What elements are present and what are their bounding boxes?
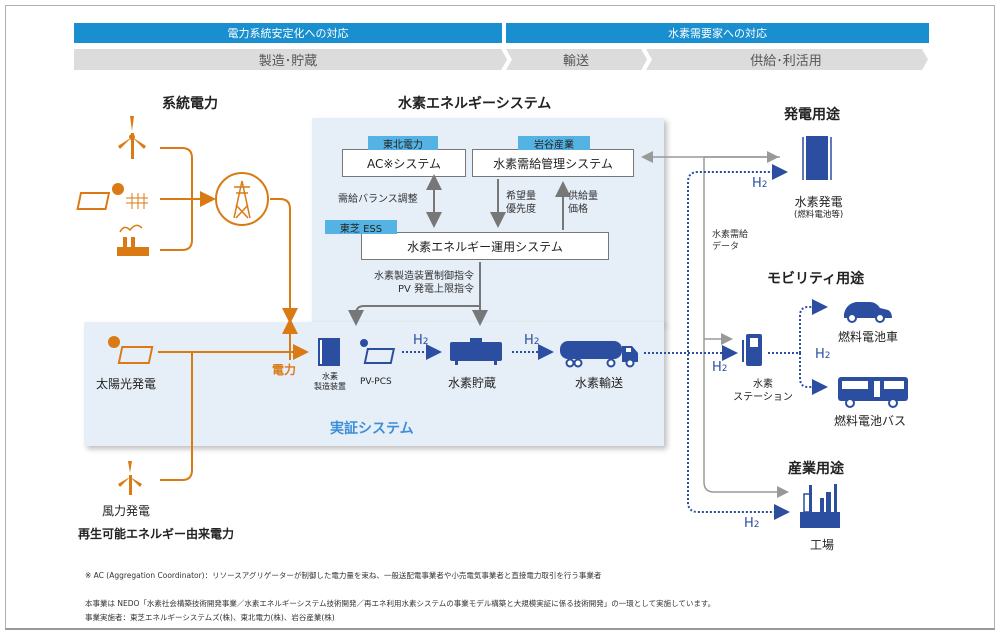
implementers-note: 事業実施者：東芝エネルギーシステムズ(株)、東北電力(株)、岩谷産業(株) [85,613,335,622]
h2-power-gen-name: 水素発電 [794,195,843,209]
phase-grid-stabilization: 電力系統安定化への対応 [74,23,502,43]
project-note: 本事業は NEDO「水素社会構築技術開発事業／水素エネルギーシステム技術開発／再… [85,599,716,608]
h2-data-label-1: 水素需給 [712,230,749,240]
ac-footnote: ※ AC (Aggregation Coordinator)：リソースアグリゲー… [85,571,602,580]
demand-qty: 希望量 [506,191,536,202]
h2-power-gen-sub: (燃料電池等) [794,210,844,220]
h2-label-transport: H2 [524,333,540,348]
h2-transport-label: 水素輸送 [575,376,624,390]
h2-supply-mgmt-box: 水素需給管理システム [472,149,634,177]
station-label-2: ステーション [733,392,793,403]
balance-label: 需給バランス調整 [338,194,418,205]
control-electrolyzer: 水素製造装置制御指令 [374,271,474,282]
industry-use-title: 産業用途 [788,461,844,477]
h2-energy-system-title: 水素エネルギーシステム [398,96,552,112]
phase-supply-utilization: 供給･利活用 [750,54,822,69]
ac-system-box: AC※システム [342,149,466,177]
h2-power-gen-label: 水素発電(燃料電池等) [794,193,843,220]
solar-power-label: 太陽光発電 [96,377,157,391]
control-command-label: 水素製造装置制御指令 PV 発電上限指令 [354,270,474,296]
phase-production-storage: 製造･貯蔵 [258,54,318,69]
wind-power-label: 風力発電 [102,504,151,518]
h2-station-label: 水素ステーション [733,378,793,404]
h2-operation-box: 水素エネルギー運用システム [361,232,609,260]
mobility-use-title: モビリティ用途 [767,271,865,287]
supply-qty: 供給量 [568,191,598,202]
h2-label-mobility: H2 [815,347,831,362]
h2-label-industry: H2 [744,516,760,531]
demand-label: 希望量優先度 [506,190,536,216]
control-pv: PV 発電上限指令 [397,284,474,295]
power-gen-use-title: 発電用途 [784,107,840,123]
phase-h2-consumers: 水素需要家への対応 [506,23,929,43]
supply-price: 価格 [568,204,588,215]
phase-transport: 輸送 [562,54,589,69]
fcv-label: 燃料電池車 [838,330,899,344]
demo-system-title: 実証システム [330,421,414,437]
fc-bus-label: 燃料電池バス [834,414,907,428]
h2-label-station: H2 [712,360,728,375]
grid-power-title: 系統電力 [162,96,218,112]
tohoku-electric-tag: 東北電力 [368,136,438,151]
power-label: 電力 [272,363,297,377]
h2-data-label: 水素需給データ [712,230,748,253]
h2-data-label-2: データ [712,241,740,252]
demand-priority: 優先度 [506,204,536,215]
h2-label-storage: H2 [413,333,429,348]
electrolyzer-label-2: 製造装置 [314,381,346,391]
h2-storage-label: 水素貯蔵 [448,376,497,390]
electrolyzer-label: 水素製造装置 [313,372,347,391]
toshiba-ess-tag: 東芝 ESS [325,220,397,235]
factory-label: 工場 [810,538,835,552]
station-label-1: 水素 [753,379,773,390]
electrolyzer-label-1: 水素 [322,372,338,381]
iwatani-tag: 岩谷産業 [518,136,590,151]
h2-label-powergen: H2 [752,176,768,191]
pv-pcs-label: PV-PCS [360,377,392,387]
renewable-caption: 再生可能エネルギー由来電力 [78,527,235,541]
supply-label: 供給量価格 [568,190,598,216]
